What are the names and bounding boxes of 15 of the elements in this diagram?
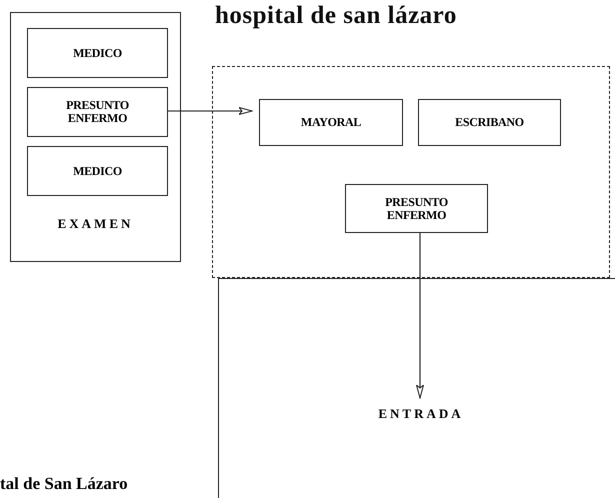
process-box: MEDICO <box>27 28 168 78</box>
region-box <box>218 278 615 498</box>
title: hospital de san lázaro <box>215 2 458 30</box>
process-box: PRESUNTO ENFERMO <box>345 184 488 233</box>
process-box: MEDICO <box>27 146 168 196</box>
process-box: ESCRIBANO <box>418 99 561 146</box>
process-box: PRESUNTO ENFERMO <box>27 87 168 137</box>
arrow <box>416 232 424 398</box>
region-label: ENTRADA <box>361 401 481 427</box>
caption-fragment: tal de San Lázaro <box>0 474 128 494</box>
group-box <box>10 12 181 262</box>
group-label: EXAMEN <box>58 217 134 231</box>
process-box: MAYORAL <box>259 99 403 146</box>
dashed-region <box>212 66 610 278</box>
arrow <box>167 107 252 115</box>
